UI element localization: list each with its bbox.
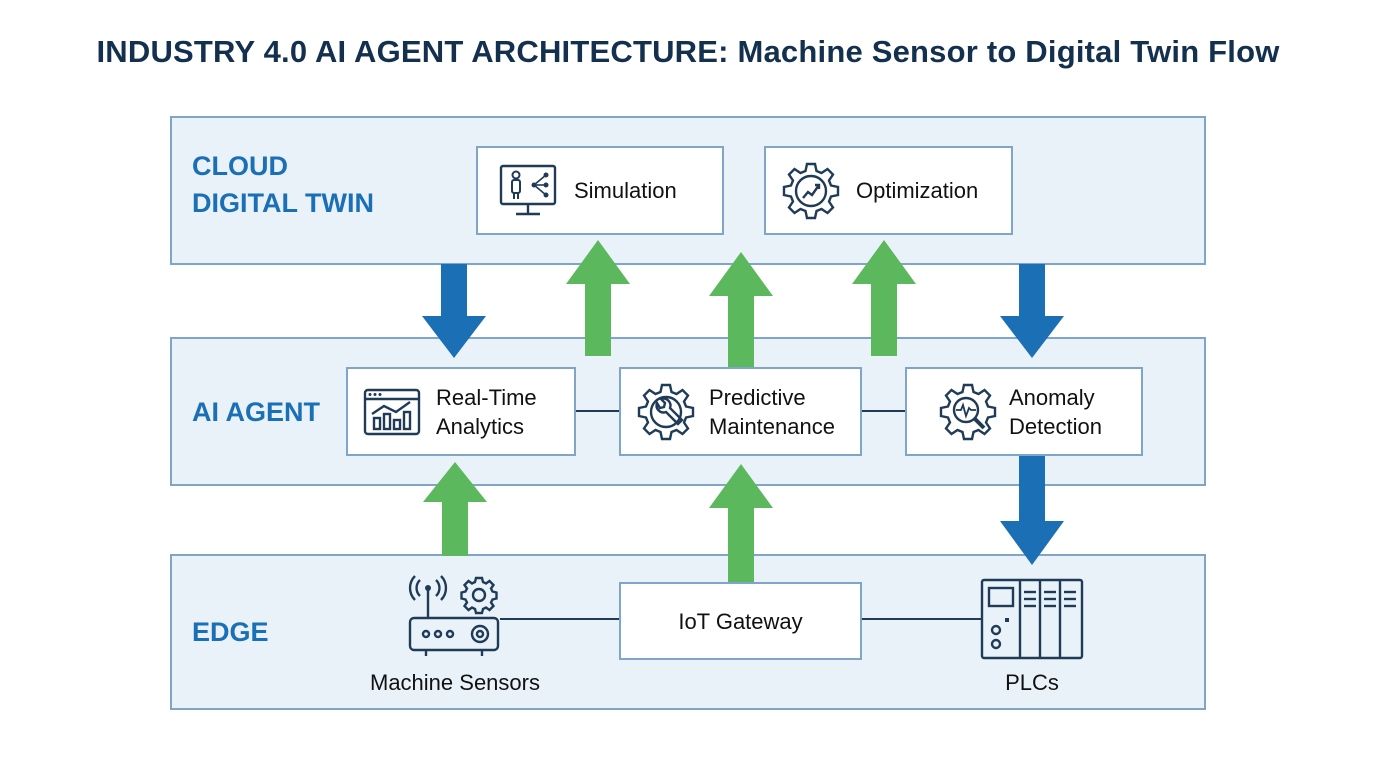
node-anomaly-detection[interactable]: Anomaly Detection xyxy=(905,367,1143,456)
plc-rack-icon xyxy=(980,578,1084,660)
layer-label-edge: EDGE xyxy=(192,617,269,647)
down-arrow-anomaly-to-plcs xyxy=(1000,455,1064,565)
anomaly-label-line2: Detection xyxy=(1009,413,1102,439)
node-simulation[interactable]: Simulation xyxy=(476,146,724,235)
up-arrow-predictive-to-cloud xyxy=(709,252,773,368)
up-arrow-sensors-to-analytics xyxy=(423,462,487,556)
simulation-label: Simulation xyxy=(574,178,677,203)
layer-label-agent: AI AGENT xyxy=(192,397,320,427)
gear-magnifier-icon xyxy=(939,383,997,440)
router-antenna-gear-icon xyxy=(408,575,500,656)
analytics-label-line2: Analytics xyxy=(436,413,525,439)
node-predictive-maintenance[interactable]: Predictive Maintenance xyxy=(619,367,862,456)
dashboard-chart-icon xyxy=(363,388,421,435)
analytics-label: Real-Time Analytics xyxy=(436,383,537,441)
connector-gateway-plcs xyxy=(861,618,981,620)
analytics-label-line1: Real-Time xyxy=(436,384,537,410)
gear-chart-icon xyxy=(782,162,840,219)
predictive-label: Predictive Maintenance xyxy=(709,383,835,441)
connector-predictive-anomaly xyxy=(861,410,907,412)
down-arrow-cloud-to-anomaly xyxy=(1000,264,1064,358)
gear-wrench-icon xyxy=(637,383,695,440)
connector-sensors-gateway xyxy=(500,618,620,620)
up-arrow-to-simulation xyxy=(566,240,630,356)
optimization-label: Optimization xyxy=(856,178,979,203)
layer-label-cloud-line1: CLOUD xyxy=(192,151,288,181)
node-optimization[interactable]: Optimization xyxy=(764,146,1013,235)
up-arrow-to-optimization xyxy=(852,240,916,356)
down-arrow-cloud-to-analytics xyxy=(422,264,486,358)
layer-cloud-digital-twin: CLOUD DIGITAL TWIN xyxy=(170,116,1206,265)
gateway-label: IoT Gateway xyxy=(678,608,803,634)
predictive-label-line1: Predictive xyxy=(709,384,806,410)
connector-analytics-predictive xyxy=(574,410,620,412)
sensors-label: Machine Sensors xyxy=(370,670,540,695)
anomaly-label: Anomaly Detection xyxy=(1009,383,1102,441)
monitor-person-network-icon xyxy=(499,164,557,215)
plcs-label: PLCs xyxy=(1005,670,1059,695)
page-title: INDUSTRY 4.0 AI AGENT ARCHITECTURE: Mach… xyxy=(96,34,1280,69)
predictive-label-line2: Maintenance xyxy=(709,413,835,439)
layer-label-cloud: CLOUD DIGITAL TWIN xyxy=(192,148,374,222)
up-arrow-gateway-to-predictive xyxy=(709,464,773,584)
node-iot-gateway[interactable]: IoT Gateway xyxy=(619,582,862,660)
layer-label-cloud-line2: DIGITAL TWIN xyxy=(192,188,374,218)
node-real-time-analytics[interactable]: Real-Time Analytics xyxy=(346,367,576,456)
anomaly-label-line1: Anomaly xyxy=(1009,384,1095,410)
